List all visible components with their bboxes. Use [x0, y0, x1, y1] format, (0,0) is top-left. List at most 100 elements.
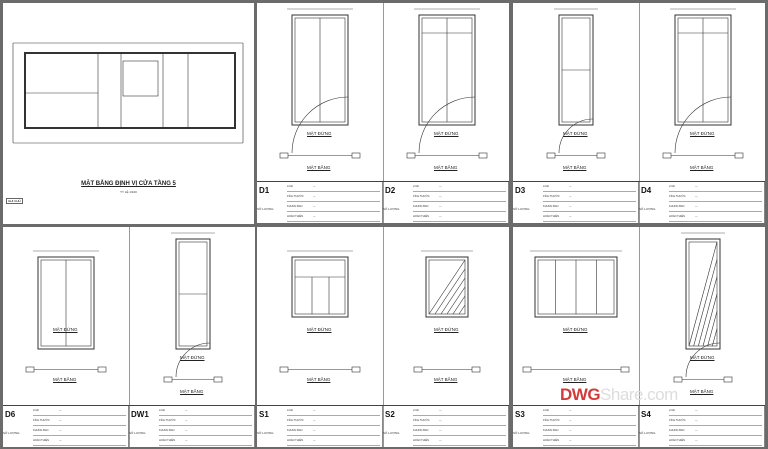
door-elevation-drawing	[25, 250, 107, 373]
spec-row-size: KÍCH THƯỚC—	[33, 416, 126, 426]
spec-row-finish: HOÀN THIỆN—	[287, 212, 380, 222]
detail-d2: MẶT ĐỨNG MẶT BẰNG	[383, 3, 509, 223]
door-code: D3	[515, 186, 526, 195]
elevation-label: MẶT ĐỨNG	[434, 327, 459, 332]
quantity-label: SỐ LƯỢNG	[639, 207, 656, 211]
spec-row-type: LOẠI—	[413, 182, 506, 192]
detail-dw1: MẶT ĐỨNG MẶT BẰNG	[129, 227, 255, 447]
plan-label: MẶT BẰNG	[563, 377, 587, 382]
detail-d6: MẶT ĐỨNG MẶT BẰNG	[3, 227, 129, 447]
elevation-label: MẶT ĐỨNG	[563, 131, 588, 136]
door-elevation-drawing	[406, 8, 488, 159]
spec-row-finish: HOÀN THIỆN—	[669, 212, 762, 222]
spec-row-frame: KHUNG BAO—	[669, 202, 762, 212]
spec-table: D6 SỐ LƯỢNG LOẠI—KÍCH THƯỚC—KHUNG BAO—HO…	[3, 405, 255, 447]
door-code: D2	[385, 186, 396, 195]
quantity-label: SỐ LƯỢNG	[383, 207, 400, 211]
quantity-label: SỐ LƯỢNG	[129, 431, 146, 435]
spec-row-frame: KHUNG BAO—	[413, 426, 506, 436]
spec-row-finish: HOÀN THIỆN—	[669, 436, 762, 446]
elevation-label: MẶT ĐỨNG	[53, 327, 78, 332]
detail-d3: MẶT ĐỨNG MẶT BẰNG	[513, 3, 639, 223]
elevation-label: MẶT ĐỨNG	[307, 327, 332, 332]
spec-row-frame: KHUNG BAO—	[669, 426, 762, 436]
spec-row-finish: HOÀN THIỆN—	[413, 212, 506, 222]
spec-row-type: LOẠI—	[413, 406, 506, 416]
door-elevation-drawing	[279, 250, 361, 373]
spec-row-frame: KHUNG BAO—	[287, 202, 380, 212]
door-elevation-drawing	[163, 232, 223, 383]
elevation-label: MẶT ĐỨNG	[307, 131, 332, 136]
quantity-label: SỐ LƯỢNG	[513, 431, 530, 435]
plan-label: MẶT BẰNG	[690, 389, 714, 394]
spec-row-size: KÍCH THƯỚC—	[413, 416, 506, 426]
quantity-label: SỐ LƯỢNG	[3, 431, 20, 435]
spec-row-frame: KHUNG BAO—	[413, 202, 506, 212]
floor-plan-drawing	[12, 42, 244, 144]
door-code: S3	[515, 410, 525, 419]
door-elevation-drawing	[546, 8, 606, 159]
quantity-label: SỐ LƯỢNG	[383, 431, 400, 435]
plan-label: MẶT BẰNG	[690, 165, 714, 170]
elevation-label: MẶT ĐỨNG	[434, 131, 459, 136]
detail-d4: MẶT ĐỨNG MẶT BẰNG	[639, 3, 765, 223]
elevation-label: MẶT ĐỨNG	[180, 355, 205, 360]
quantity-label: SỐ LƯỢNG	[257, 207, 274, 211]
quantity-label: SỐ LƯỢNG	[513, 207, 530, 211]
door-code: D6	[5, 410, 16, 419]
door-elevation-drawing	[279, 8, 361, 159]
spec-row-frame: KHUNG BAO—	[287, 426, 380, 436]
plan-scale: TỶ LỆ 1/100	[120, 190, 137, 194]
quantity-label: SỐ LƯỢNG	[257, 431, 274, 435]
door-code: S4	[641, 410, 651, 419]
plan-label: MẶT BẰNG	[307, 377, 331, 382]
plan-label: MẶT BẰNG	[307, 165, 331, 170]
spec-table: S1 SỐ LƯỢNG LOẠI—KÍCH THƯỚC—KHUNG BAO—HO…	[257, 405, 509, 447]
plan-label: MẶT BẰNG	[53, 377, 77, 382]
spec-row-size: KÍCH THƯỚC—	[287, 192, 380, 202]
spec-row-size: KÍCH THƯỚC—	[159, 416, 252, 426]
spec-row-size: KÍCH THƯỚC—	[669, 416, 762, 426]
legend-label: GHI CHÚ	[6, 198, 23, 204]
spec-table: D3 SỐ LƯỢNG LOẠI—KÍCH THƯỚC—KHUNG BAO—HO…	[513, 181, 765, 223]
door-elevation-drawing	[673, 232, 733, 383]
plan-label: MẶT BẰNG	[434, 377, 458, 382]
spec-row-size: KÍCH THƯỚC—	[543, 416, 636, 426]
spec-row-frame: KHUNG BAO—	[159, 426, 252, 436]
spec-row-type: LOẠI—	[159, 406, 252, 416]
spec-row-frame: KHUNG BAO—	[33, 426, 126, 436]
spec-row-finish: HOÀN THIỆN—	[413, 436, 506, 446]
plan-title: MẶT BẰNG ĐỊNH VỊ CỬA TẦNG 5	[81, 181, 176, 187]
spec-row-type: LOẠI—	[287, 182, 380, 192]
elevation-label: MẶT ĐỨNG	[563, 327, 588, 332]
spec-row-finish: HOÀN THIỆN—	[287, 436, 380, 446]
door-code: D4	[641, 186, 652, 195]
spec-table: S3 SỐ LƯỢNG LOẠI—KÍCH THƯỚC—KHUNG BAO—HO…	[513, 405, 765, 447]
plan-label: MẶT BẰNG	[563, 165, 587, 170]
spec-row-finish: HOÀN THIỆN—	[33, 436, 126, 446]
spec-row-finish: HOÀN THIỆN—	[543, 436, 636, 446]
spec-row-size: KÍCH THƯỚC—	[543, 192, 636, 202]
door-elevation-drawing	[413, 250, 481, 373]
spec-row-type: LOẠI—	[543, 406, 636, 416]
door-elevation-drawing	[522, 250, 630, 373]
spec-row-type: LOẠI—	[669, 406, 762, 416]
spec-row-frame: KHUNG BAO—	[543, 426, 636, 436]
detail-d1: MẶT ĐỨNG MẶT BẰNG	[257, 3, 383, 223]
door-code: S2	[385, 410, 395, 419]
spec-row-size: KÍCH THƯỚC—	[413, 192, 506, 202]
door-elevation-drawing	[662, 8, 744, 159]
spec-row-frame: KHUNG BAO—	[543, 202, 636, 212]
spec-table: D1 SỐ LƯỢNG LOẠI—KÍCH THƯỚC—KHUNG BAO—HO…	[257, 181, 509, 223]
watermark: DWGShare.com	[560, 385, 678, 404]
quantity-label: SỐ LƯỢNG	[639, 431, 656, 435]
door-code: DW1	[131, 410, 149, 419]
detail-s2: MẶT ĐỨNG MẶT BẰNG	[383, 227, 509, 447]
spec-row-size: KÍCH THƯỚC—	[287, 416, 380, 426]
spec-row-type: LOẠI—	[669, 182, 762, 192]
